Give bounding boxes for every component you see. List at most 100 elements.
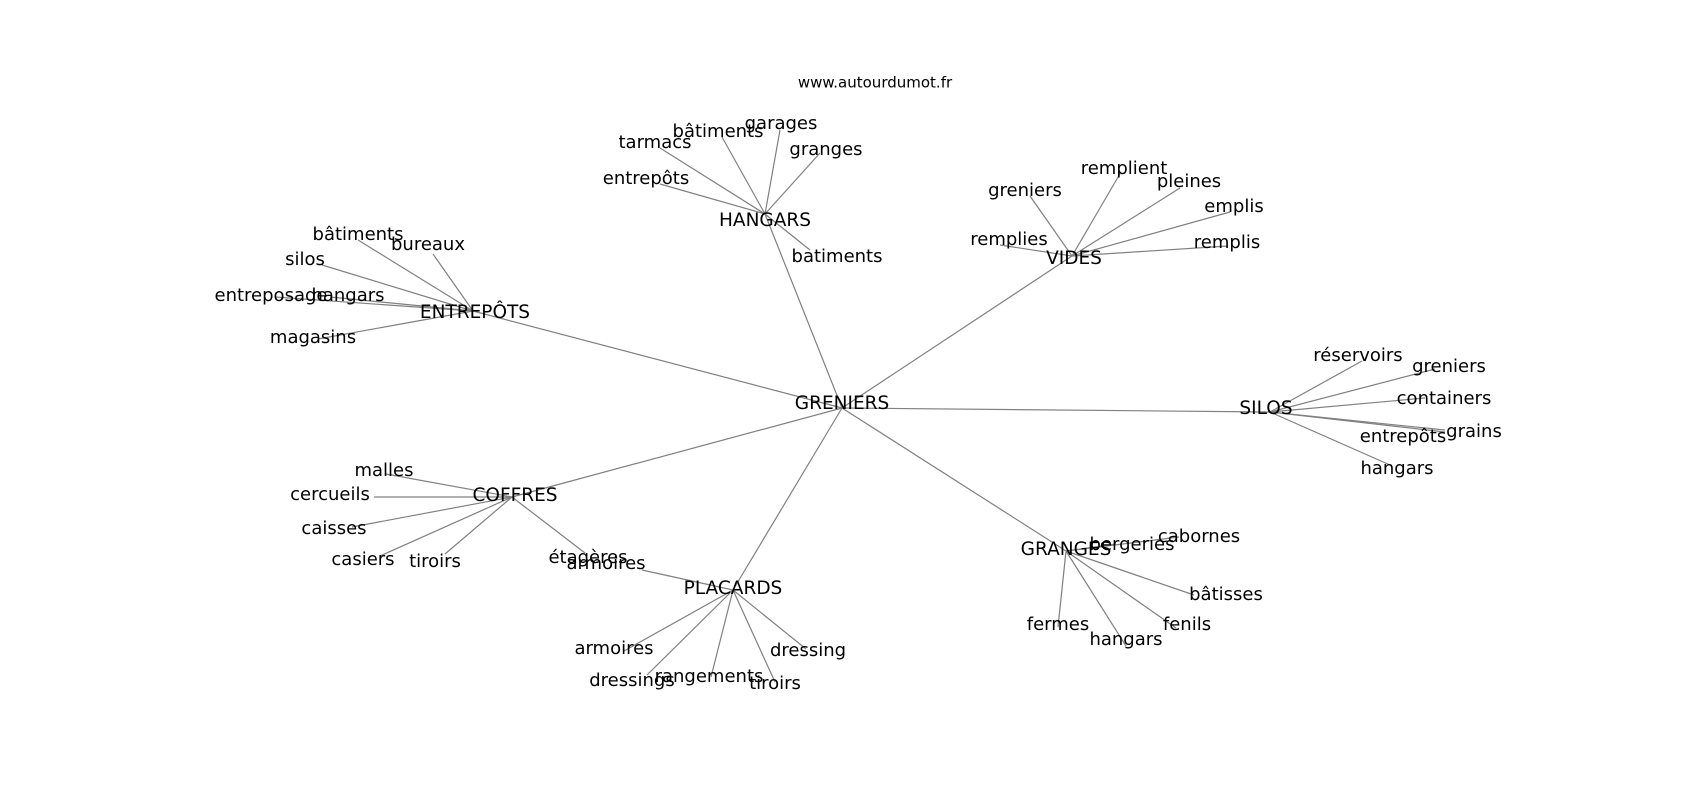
edges — [274, 129, 1446, 683]
edge-hub-to-leaf — [1065, 536, 1180, 552]
edge-hub-to-leaf — [1269, 360, 1363, 413]
edge-hub-to-leaf — [641, 569, 734, 591]
edge-hub-to-leaf — [732, 589, 807, 650]
edge-hub-to-leaf — [764, 152, 821, 215]
leaf-node-label: cercueils — [290, 484, 370, 505]
edge-hub-to-leaf — [1071, 171, 1122, 257]
edge-hub-to-leaf — [1065, 550, 1177, 629]
leaf-node-label: bergeries — [1090, 534, 1175, 555]
edge-hub-to-leaf — [764, 129, 781, 215]
edge-hub-to-leaf — [444, 496, 513, 555]
leaf-node-label: tiroirs — [409, 551, 461, 572]
leaf-node-label: magasins — [270, 327, 356, 348]
hub-node-label: HANGARS — [719, 210, 811, 231]
hub-node-label: ENTREPÔTS — [420, 301, 530, 323]
hub-node-label: SILOS — [1239, 398, 1292, 419]
edge-center-to-hub — [764, 213, 843, 409]
leaf-node-label: malles — [354, 460, 413, 481]
leaf-node-label: emplis — [1204, 196, 1263, 217]
edge-hub-to-leaf — [1065, 550, 1195, 596]
leaf-node-label: bâtiments — [313, 224, 404, 245]
edge-hub-to-leaf — [710, 589, 734, 678]
edge-hub-to-leaf — [1071, 187, 1181, 257]
leaf-node-label: remplies — [970, 229, 1048, 250]
hub-node-label: COFFRES — [472, 485, 557, 506]
hub-node-label: GRANGES — [1021, 539, 1112, 560]
leaf-node-label: cabornes — [1158, 526, 1240, 547]
edge-hub-to-leaf — [385, 473, 513, 498]
leaf-node-label: réservoirs — [1313, 345, 1402, 366]
edge-hub-to-leaf — [1071, 245, 1229, 257]
edge-hub-to-leaf — [623, 589, 734, 652]
edge-hub-to-leaf — [732, 589, 776, 683]
leaf-node-label: garages — [745, 113, 818, 134]
center-node-label: GRENIERS — [795, 393, 889, 414]
leaf-node-label: hangars — [1089, 629, 1162, 650]
edge-hub-to-leaf — [357, 239, 474, 312]
leaf-node-label: bureaux — [391, 234, 465, 255]
leaf-node-label: hangars — [1360, 458, 1433, 479]
edge-hub-to-leaf — [1269, 411, 1391, 466]
edge-hub-to-leaf — [511, 496, 586, 554]
leaf-node-label: greniers — [1412, 356, 1486, 377]
leaf-node-label: silos — [285, 249, 325, 270]
leaf-node-label: caisses — [301, 518, 366, 539]
leaf-node-label: tarmacs — [618, 132, 691, 153]
leaf-node-label: entrepôts — [603, 168, 690, 189]
edge-hub-to-leaf — [999, 244, 1073, 257]
edge-center-to-hub — [841, 407, 1271, 413]
edge-hub-to-leaf — [1029, 195, 1073, 257]
leaf-node-label: armoires — [566, 553, 645, 574]
edge-center-to-hub — [841, 407, 1067, 552]
edge-hub-to-leaf — [379, 496, 513, 557]
leaf-node-label: granges — [789, 139, 862, 160]
leaf-node-label: casiers — [331, 549, 394, 570]
leaf-node-label: grains — [1446, 421, 1502, 442]
edge-hub-to-leaf — [1269, 411, 1446, 431]
leaf-node-label: fermes — [1027, 614, 1089, 635]
leaf-node-label: armoires — [574, 638, 653, 659]
edge-center-to-hub — [732, 407, 843, 591]
edge-hub-to-leaf — [1269, 368, 1436, 413]
edge-hub-to-leaf — [764, 213, 811, 251]
leaf-node-label: batiments — [792, 246, 883, 267]
edge-hub-to-leaf — [321, 264, 474, 312]
labels: tarmacsbâtimentsgaragesgrangesentrepôtsb… — [215, 113, 1502, 694]
edge-hub-to-leaf — [721, 136, 766, 215]
leaf-node-label: tiroirs — [749, 673, 801, 694]
edge-center-to-hub — [511, 407, 843, 498]
leaf-node-label: entreposage — [215, 285, 328, 306]
edge-hub-to-leaf — [1057, 550, 1067, 628]
leaf-node-label: bâtiments — [673, 121, 764, 142]
leaf-node-label: dressing — [770, 640, 846, 661]
edge-hub-to-leaf — [317, 310, 474, 340]
edge-hub-to-leaf — [274, 296, 474, 312]
leaf-node-label: remplis — [1194, 232, 1260, 253]
leaf-node-label: containers — [1397, 388, 1492, 409]
edge-hub-to-leaf — [351, 496, 513, 528]
leaf-node-label: entrepôts — [1360, 426, 1447, 447]
leaf-node-label: greniers — [988, 180, 1062, 201]
edge-hub-to-leaf — [1071, 211, 1231, 257]
leaf-node-label: hangars — [311, 285, 384, 306]
leaf-node-label: étagères — [548, 547, 627, 568]
hub-node-label: PLACARDS — [684, 578, 783, 599]
edge-hub-to-leaf — [432, 253, 474, 312]
edge-hub-to-leaf — [659, 147, 766, 215]
edge-hub-to-leaf — [1065, 550, 1127, 647]
leaf-node-label: pleines — [1157, 171, 1221, 192]
edge-hub-to-leaf — [1269, 397, 1426, 413]
source-label: www.autourdumot.fr — [798, 74, 953, 92]
leaf-node-label: remplient — [1081, 158, 1168, 179]
edge-hub-to-leaf — [659, 183, 766, 215]
edge-center-to-hub — [472, 310, 843, 409]
edge-hub-to-leaf — [329, 296, 474, 312]
hub-node-label: VIDES — [1046, 248, 1102, 269]
edge-center-to-hub — [841, 255, 1073, 409]
leaf-node-label: rangements — [655, 666, 764, 687]
leaf-node-label: fenils — [1163, 614, 1211, 635]
edge-hub-to-leaf — [646, 589, 734, 676]
leaf-node-label: dressings — [589, 670, 674, 691]
leaf-node-label: bâtisses — [1189, 584, 1263, 605]
